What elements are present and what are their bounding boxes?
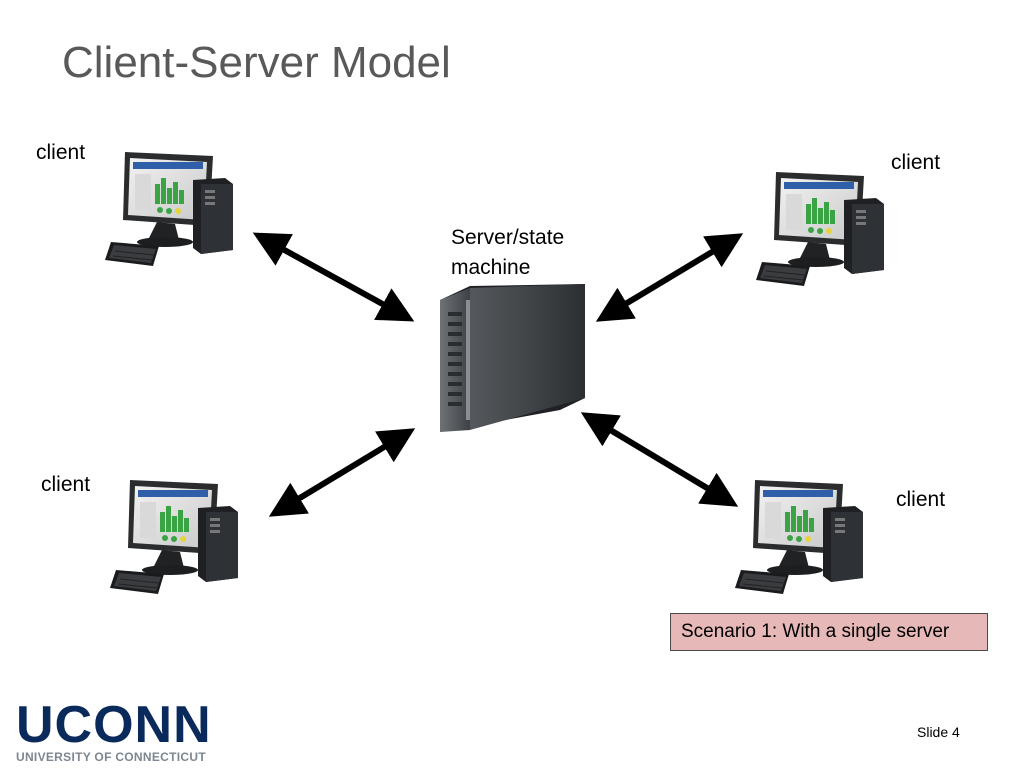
client-computer-top-right xyxy=(755,171,885,287)
server-label-line-2: machine xyxy=(451,256,531,279)
client-computer-bottom-right xyxy=(734,479,864,595)
client-label-top-left: client xyxy=(36,141,86,164)
arrow-top-right xyxy=(595,233,744,322)
arrow-bottom-right xyxy=(580,412,739,507)
slide-title: Client-Server Model xyxy=(62,38,451,87)
client-label-top-right: client xyxy=(891,151,941,174)
arrow-bottom-left xyxy=(268,428,416,517)
arrow-top-left xyxy=(252,232,415,322)
server-label: Server/state machine xyxy=(451,223,564,283)
client-label-bottom-left: client xyxy=(41,473,91,496)
server-tower xyxy=(440,284,585,432)
client-computer-bottom-left xyxy=(109,479,239,595)
server-label-line-1: Server/state xyxy=(451,226,565,249)
client-label-bottom-right: client xyxy=(896,488,946,511)
slide-number: Slide 4 xyxy=(917,724,960,740)
scenario-caption: Scenario 1: With a single server xyxy=(670,613,988,651)
client-computer-top-left xyxy=(104,151,234,267)
uconn-logo: UCONN UNIVERSITY OF CONNECTICUT xyxy=(16,696,226,766)
logo-wordmark: UCONN xyxy=(16,696,212,754)
logo-subtitle: UNIVERSITY OF CONNECTICUT xyxy=(16,750,206,764)
